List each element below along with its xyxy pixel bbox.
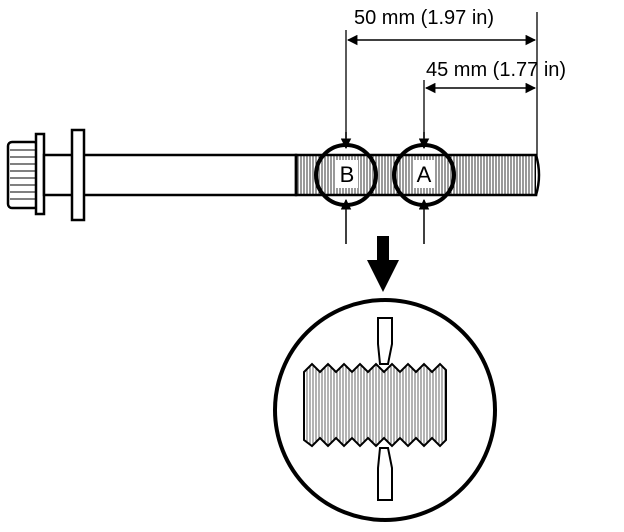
dimension-lower-label: 45 mm (1.77 in)	[426, 59, 566, 81]
down-arrow-icon	[367, 236, 399, 292]
thread-detail-view	[273, 298, 497, 522]
bolt-head	[6, 132, 46, 216]
dimension-upper: 50 mm (1.97 in)	[346, 7, 537, 46]
bolt-shaft	[42, 128, 298, 222]
dimension-extension-lines	[345, 12, 538, 160]
measure-point-b: B	[314, 132, 378, 244]
dimension-lower: 45 mm (1.77 in)	[424, 59, 566, 94]
marker-b-label: B	[340, 162, 355, 187]
dimension-upper-label: 50 mm (1.97 in)	[354, 7, 494, 29]
marker-a-label: A	[417, 162, 432, 187]
measure-point-a: A	[392, 132, 456, 244]
